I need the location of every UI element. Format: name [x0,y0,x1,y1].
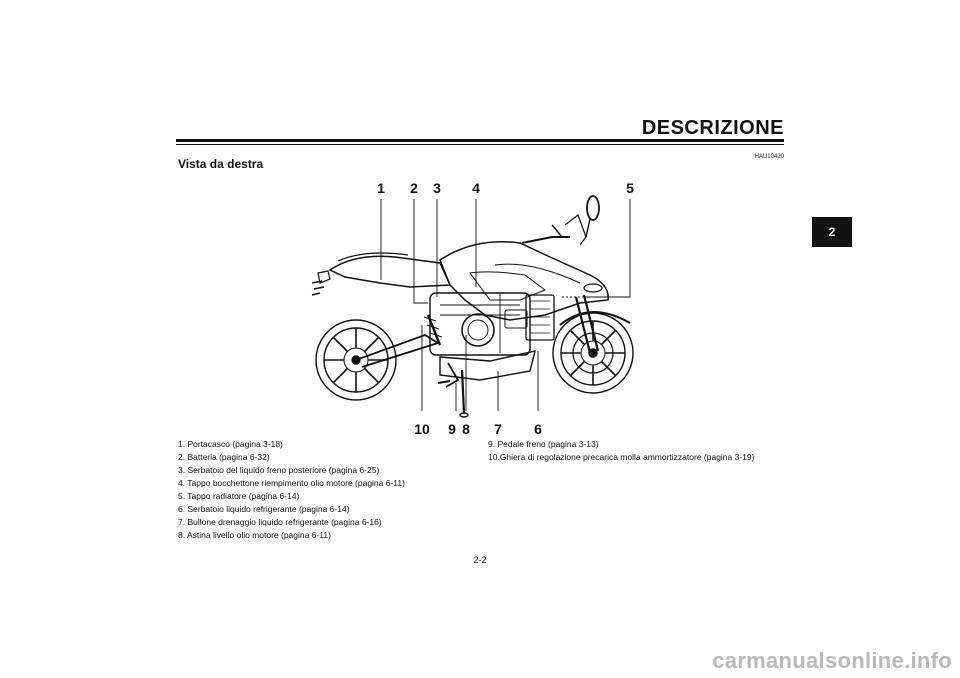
callout-number: 5 [626,180,634,196]
section-title: Vista da destra [178,157,264,171]
motorcycle-illustration: 1 2 3 4 5 10 9 8 7 6 [311,180,634,437]
legend-list-right: 9. Pedale freno (pagina 3-13) 10.Ghiera … [488,438,788,464]
header-rule-thick [176,139,784,142]
callout-number: 10 [414,421,430,437]
rear-wheel [315,319,397,401]
callout-number: 9 [448,421,456,437]
callout-number: 1 [377,180,385,196]
legend-item: 9. Pedale freno (pagina 3-13) [488,439,599,449]
callout-number: 3 [433,180,441,196]
legend-item: 1. Portacasco (pagina 3-18) [178,439,283,449]
watermark-text[interactable]: carmanualsonline.info [712,648,952,673]
callout-number: 2 [410,180,418,196]
callout-leaders [380,199,631,411]
callout-numbers: 1 2 3 4 5 10 9 8 7 6 [377,180,634,437]
legend-item: 5. Tappo radiatore (pagina 6-14) [178,491,300,501]
callout-number: 6 [534,421,542,437]
doc-code: HAU10420 [754,154,784,160]
legend-list-left: 1. Portacasco (pagina 3-18) 2. Batteria … [178,438,478,542]
callout-number: 4 [472,180,480,196]
header-rule-thin [176,144,784,145]
page-title: DESCRIZIONE [641,117,784,139]
legend-item: 3. Serbatoio del liquido freno posterior… [178,465,380,475]
legend-item: 8. Astina livello olio motore (pagina 6-… [178,530,331,540]
legend-item: 6. Serbatoio liquido refrigerante (pagin… [178,504,350,514]
engine [429,292,531,356]
legend-item: 4. Tappo bocchettone riempimento olio mo… [178,478,405,488]
page-number: 2-2 [473,555,487,565]
callout-number: 7 [494,421,502,437]
legend-item: 2. Batteria (pagina 6-32) [178,452,270,462]
callout-number: 8 [462,421,470,437]
legend-item: 7. Bullone drenaggio liquido refrigerant… [178,517,382,527]
front-wheel [552,312,634,394]
legend-item: 10.Ghiera di regolazione precarica molla… [488,452,755,462]
chapter-tab[interactable]: 2 [812,217,852,247]
